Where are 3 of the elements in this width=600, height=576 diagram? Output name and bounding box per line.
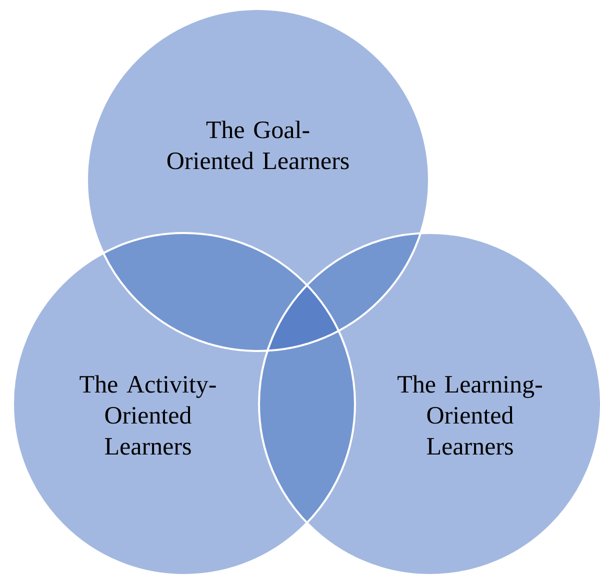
circle-label: The Learning-Oriented Learners: [398, 375, 542, 455]
circle-label: The Goal-Oriented Learners: [167, 120, 349, 170]
circle-label: The Activity-Oriented Learners: [80, 375, 216, 455]
